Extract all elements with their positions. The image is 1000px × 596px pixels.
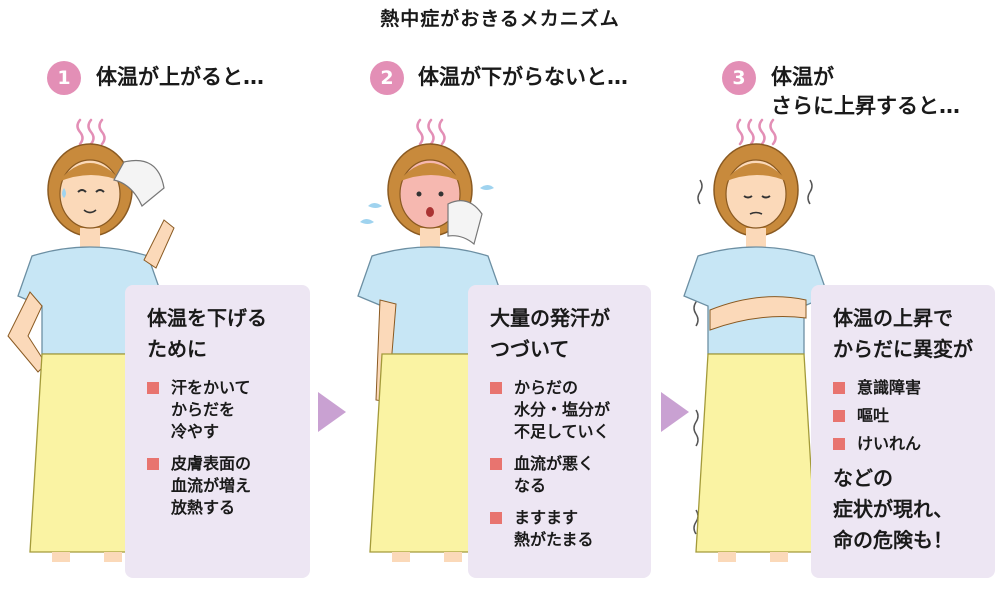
bullet-item: 嘔吐 <box>833 405 979 427</box>
bullet-item: からだの 水分・塩分が 不足していく <box>490 377 635 443</box>
bullet-item: 皮膚表面の 血流が増え 放熱する <box>147 453 294 519</box>
woman-sweating-illustration <box>357 118 503 562</box>
bullet-item: ますます 熱がたまる <box>490 507 635 551</box>
woman-unwell-illustration <box>683 118 829 562</box>
figure-woman-sweating <box>330 110 630 596</box>
bullet-item: 血流が悪く なる <box>490 453 635 497</box>
info-box-step-2: 大量の発汗が つづいて からだの 水分・塩分が 不足していく 血流が悪く なる … <box>468 285 651 578</box>
step-1-title: 体温が上がると… <box>96 65 264 89</box>
woman-fanning-illustration <box>7 118 175 562</box>
figure-woman-unwell <box>680 110 980 596</box>
step-1-badge: 1 <box>47 61 81 95</box>
step-2-title: 体温が下がらないと… <box>418 65 628 89</box>
page-title: 熱中症がおきるメカニズム <box>380 8 620 30</box>
arrow-right-icon <box>318 392 346 432</box>
step-3-badge: 3 <box>722 61 756 95</box>
step-3-title: 体温が さらに上昇すると… <box>771 65 960 118</box>
step-2-badge: 2 <box>370 61 404 95</box>
heat-waves-icon <box>76 118 106 146</box>
info-box-step-3: 体温の上昇で からだに異変が 意識障害 嘔吐 けいれん などの 症状が現れ、 命… <box>811 285 995 578</box>
heat-waves-icon <box>736 118 777 146</box>
box-heading: 大量の発汗が つづいて <box>490 306 610 361</box>
box-footer: などの 症状が現れ、 命の危険も！ <box>833 466 954 552</box>
bullet-item: けいれん <box>833 433 979 455</box>
box-heading: 体温の上昇で からだに異変が <box>833 306 973 361</box>
box-heading: 体温を下げる ために <box>147 306 267 361</box>
info-box-step-1: 体温を下げる ために 汗をかいて からだを 冷やす 皮膚表面の 血流が増え 放熱… <box>125 285 310 578</box>
bullet-item: 汗をかいて からだを 冷やす <box>147 377 294 443</box>
figure-woman-fanning <box>0 110 300 596</box>
bullet-item: 意識障害 <box>833 377 979 399</box>
heat-waves-icon <box>416 118 446 146</box>
arrow-right-icon <box>661 392 689 432</box>
